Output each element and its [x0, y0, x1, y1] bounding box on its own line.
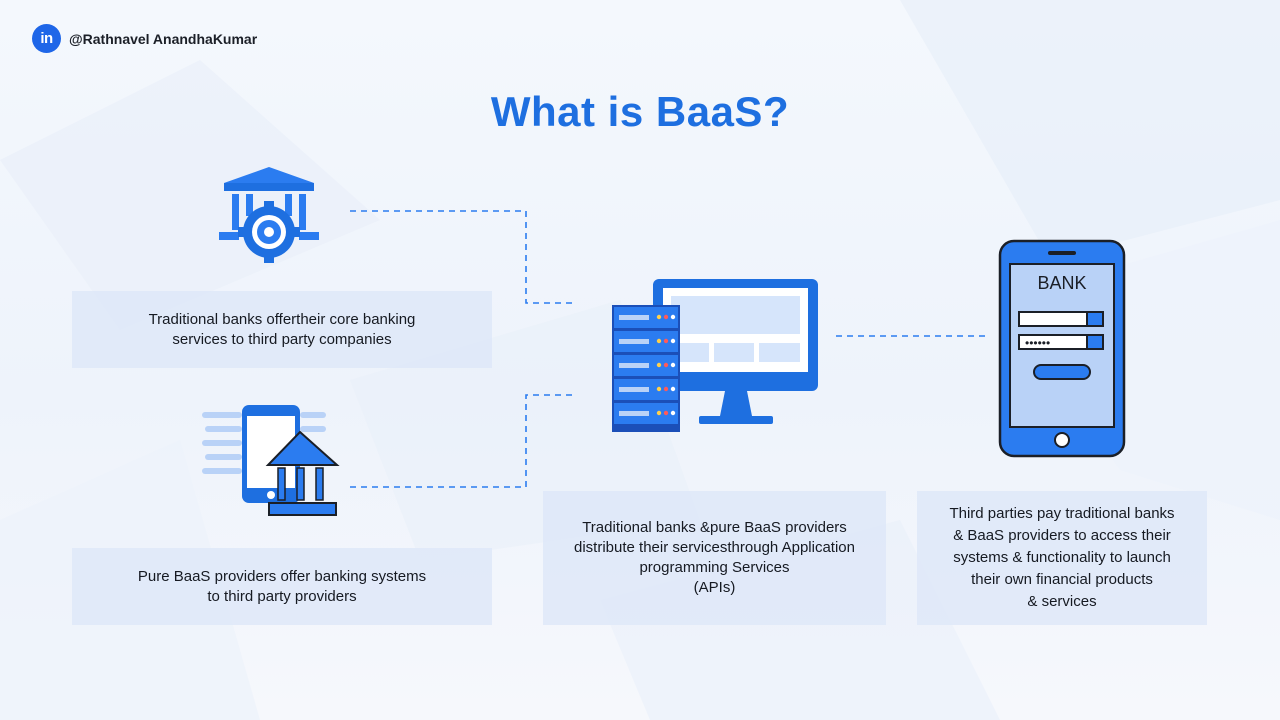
author-header: in @Rathnavel AnandhaKumar [32, 24, 257, 53]
linkedin-icon[interactable]: in [32, 24, 61, 53]
card-pure-baas-text: Pure BaaS providers offer banking system… [137, 567, 427, 605]
card-pure-baas: Pure BaaS providers offer banking system… [72, 548, 492, 625]
card-third-parties: Third parties pay traditional banks & Ba… [917, 491, 1207, 625]
card-traditional-banks: Traditional banks offertheir core bankin… [72, 291, 492, 368]
card-third-parties-text: Third parties pay traditional banks & Ba… [949, 505, 1175, 610]
card-distribution: Traditional banks &pure BaaS providers d… [543, 491, 886, 625]
card-traditional-banks-text: Traditional banks offertheir core bankin… [148, 310, 416, 348]
card-distribution-text: Traditional banks &pure BaaS providers d… [574, 519, 855, 596]
page-title: What is BaaS? [490, 88, 790, 135]
author-handle[interactable]: @Rathnavel AnandhaKumar [69, 30, 258, 47]
